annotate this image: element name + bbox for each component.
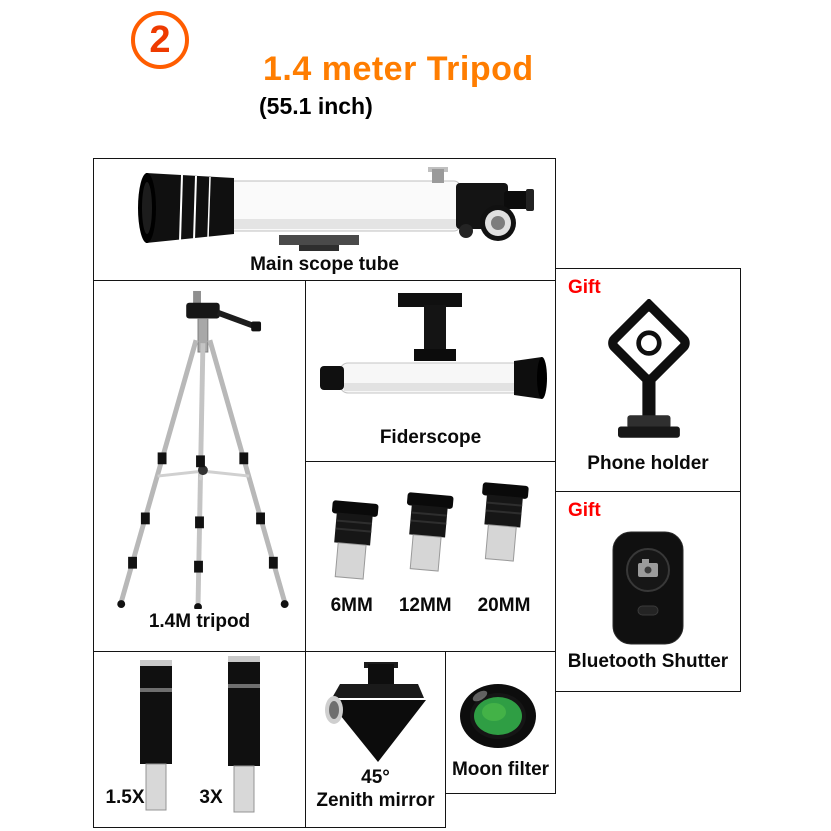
- moon-filter-cell: Moon filter: [445, 651, 556, 794]
- barlow-lenses-image: [140, 656, 260, 813]
- main-scope-tube-image: [138, 167, 534, 251]
- phone-holder-image: [608, 299, 690, 438]
- finderscope-label: Fiderscope: [379, 427, 482, 448]
- gift-badge-phone-holder: Gift: [568, 277, 601, 298]
- gift-badge-bluetooth: Gift: [568, 500, 601, 521]
- eyepieces-cell: 6MM 12MM 20MM: [305, 461, 556, 652]
- main-scope-cell: Main scope tube: [93, 158, 556, 281]
- zenith-name-text: Zenith mirror: [316, 790, 435, 812]
- step-number: 2: [149, 18, 171, 61]
- main-scope-label: Main scope tube: [250, 254, 399, 275]
- zenith-mirror-label: 45° Zenith mirror: [306, 767, 445, 813]
- finderscope-cell: Fiderscope: [305, 280, 556, 462]
- bluetooth-shutter-cell: Gift Bluetooth Shutter: [555, 491, 741, 692]
- tripod-image: [117, 290, 289, 609]
- tripod-label: 1.4M tripod: [148, 611, 251, 632]
- eyepiece-labels-row: 6MM 12MM 20MM: [306, 595, 555, 617]
- zenith-mirror-cell: 45° Zenith mirror: [305, 651, 446, 828]
- phone-holder-cell: Gift Phone holder: [555, 268, 741, 492]
- zenith-angle-text: 45°: [361, 767, 390, 789]
- zenith-mirror-image: [325, 662, 426, 762]
- tripod-cell: 1.4M tripod: [93, 280, 306, 652]
- finderscope-image: [320, 293, 547, 399]
- eyepiece-20mm-label: 20MM: [477, 595, 531, 616]
- barlow-3x-label: 3X: [199, 787, 223, 808]
- barlow-lenses-cell: 1.5X 3X: [93, 651, 306, 828]
- phone-holder-label: Phone holder: [587, 453, 709, 474]
- eyepieces-image: [331, 482, 529, 580]
- page-title: 1.4 meter Tripod: [263, 50, 534, 88]
- moon-filter-image: [460, 684, 536, 748]
- bluetooth-shutter-image: [612, 531, 684, 645]
- eyepiece-6mm-label: 6MM: [330, 595, 373, 616]
- bluetooth-shutter-label: Bluetooth Shutter: [567, 651, 729, 672]
- eyepiece-12mm-label: 12MM: [398, 595, 452, 616]
- barlow-1-5x-label: 1.5X: [105, 787, 145, 808]
- step-number-badge: 2: [131, 11, 189, 69]
- page-subtitle: (55.1 inch): [259, 93, 373, 119]
- moon-filter-label: Moon filter: [451, 759, 550, 780]
